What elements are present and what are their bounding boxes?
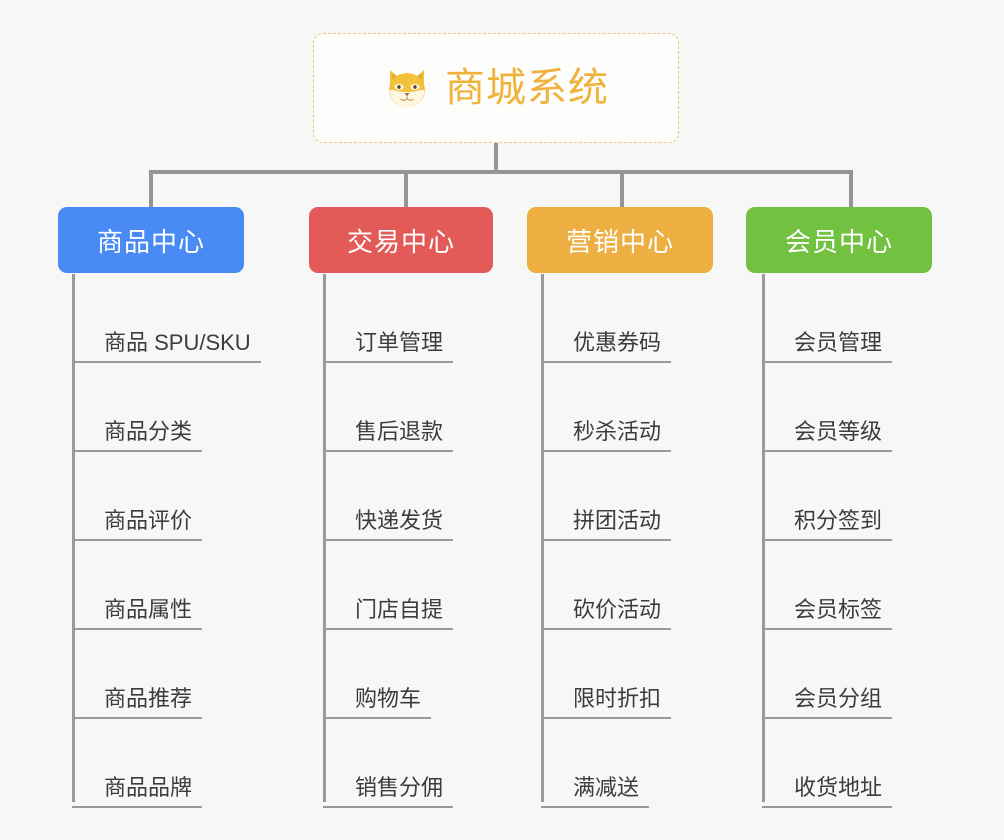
root-node[interactable]: 商城系统 [313, 33, 679, 143]
leaf-item[interactable]: 积分签到 [762, 452, 893, 541]
leaf-label: 会员标签 [794, 596, 883, 622]
leaf-item[interactable]: 优惠券码 [541, 274, 672, 363]
leaf-item[interactable]: 商品推荐 [72, 630, 203, 719]
leaf-item[interactable]: 收货地址 [762, 719, 893, 808]
leaf-item[interactable]: 商品分类 [72, 363, 203, 452]
leaf-item[interactable]: 订单管理 [323, 274, 454, 363]
leaf-rule: 商品分类 [72, 418, 203, 452]
leaf-label: 售后退款 [355, 418, 444, 444]
branch-spine-1 [72, 274, 75, 802]
leaf-rule: 售后退款 [323, 418, 454, 452]
category-title-1: 商品中心 [96, 226, 205, 257]
branch-spine-4 [762, 274, 765, 802]
connector-root-stem [494, 143, 498, 172]
leaf-item[interactable]: 会员管理 [762, 274, 893, 363]
leaf-rule: 门店自提 [323, 596, 454, 630]
leaf-label: 购物车 [355, 685, 422, 711]
leaf-item[interactable]: 购物车 [323, 630, 432, 719]
branch-spine-3 [541, 274, 544, 802]
connector-drop-1 [149, 170, 153, 208]
leaf-label: 商品品牌 [104, 774, 193, 800]
leaf-rule: 商品评价 [72, 507, 203, 541]
leaf-rule: 优惠券码 [541, 329, 672, 363]
leaf-item[interactable]: 销售分佣 [323, 719, 454, 808]
leaf-item[interactable]: 商品 SPU/SKU [72, 274, 261, 363]
category-title-2: 交易中心 [346, 226, 455, 257]
leaf-label: 秒杀活动 [573, 418, 662, 444]
connector-drop-3 [620, 170, 624, 208]
leaf-label: 商品 SPU/SKU [104, 329, 251, 355]
leaf-rule: 收货地址 [762, 774, 893, 808]
leaf-label: 会员分组 [794, 685, 883, 711]
shiba-inu-icon [383, 64, 431, 112]
connector-drop-2 [404, 170, 408, 208]
category-box-2[interactable]: 交易中心 [309, 207, 493, 273]
leaf-rule: 商品推荐 [72, 685, 203, 719]
leaf-label: 门店自提 [355, 596, 444, 622]
leaf-rule: 秒杀活动 [541, 418, 672, 452]
category-title-4: 会员中心 [784, 226, 893, 257]
leaf-item[interactable]: 会员标签 [762, 541, 893, 630]
leaf-label: 收货地址 [794, 774, 883, 800]
leaf-item[interactable]: 快递发货 [323, 452, 454, 541]
leaf-label: 满减送 [573, 774, 640, 800]
leaf-item[interactable]: 门店自提 [323, 541, 454, 630]
category-title-3: 营销中心 [565, 226, 674, 257]
leaf-rule: 商品品牌 [72, 774, 203, 808]
leaf-label: 优惠券码 [573, 329, 662, 355]
leaf-rule: 快递发货 [323, 507, 454, 541]
category-box-1[interactable]: 商品中心 [58, 207, 244, 273]
leaf-rule: 积分签到 [762, 507, 893, 541]
leaf-item[interactable]: 砍价活动 [541, 541, 672, 630]
leaf-label: 砍价活动 [573, 596, 662, 622]
leaf-label: 销售分佣 [355, 774, 444, 800]
leaf-rule: 满减送 [541, 774, 650, 808]
leaf-label: 会员等级 [794, 418, 883, 444]
leaf-rule: 商品属性 [72, 596, 203, 630]
leaf-item[interactable]: 商品属性 [72, 541, 203, 630]
leaf-rule: 销售分佣 [323, 774, 454, 808]
leaf-item[interactable]: 秒杀活动 [541, 363, 672, 452]
leaf-item[interactable]: 会员分组 [762, 630, 893, 719]
connector-horizontal-bus [149, 170, 853, 174]
leaf-item[interactable]: 满减送 [541, 719, 650, 808]
leaf-label: 商品评价 [104, 507, 193, 533]
leaf-label: 拼团活动 [573, 507, 662, 533]
category-box-4[interactable]: 会员中心 [746, 207, 932, 273]
leaf-label: 商品属性 [104, 596, 193, 622]
leaf-rule: 会员等级 [762, 418, 893, 452]
leaf-rule: 会员分组 [762, 685, 893, 719]
leaf-label: 会员管理 [794, 329, 883, 355]
leaf-rule: 会员标签 [762, 596, 893, 630]
leaf-item[interactable]: 商品品牌 [72, 719, 203, 808]
leaf-label: 限时折扣 [573, 685, 662, 711]
connector-drop-4 [849, 170, 853, 208]
branch-spine-2 [323, 274, 326, 802]
root-title: 商城系统 [445, 66, 609, 110]
category-box-3[interactable]: 营销中心 [527, 207, 713, 273]
leaf-rule: 会员管理 [762, 329, 893, 363]
leaf-label: 商品推荐 [104, 685, 193, 711]
leaf-rule: 砍价活动 [541, 596, 672, 630]
leaf-label: 积分签到 [794, 507, 883, 533]
leaf-rule: 购物车 [323, 685, 432, 719]
leaf-item[interactable]: 限时折扣 [541, 630, 672, 719]
leaf-item[interactable]: 商品评价 [72, 452, 203, 541]
leaf-rule: 订单管理 [323, 329, 454, 363]
leaf-label: 订单管理 [355, 329, 444, 355]
leaf-rule: 商品 SPU/SKU [72, 329, 261, 363]
leaf-rule: 限时折扣 [541, 685, 672, 719]
leaf-item[interactable]: 拼团活动 [541, 452, 672, 541]
leaf-item[interactable]: 会员等级 [762, 363, 893, 452]
leaf-rule: 拼团活动 [541, 507, 672, 541]
leaf-label: 商品分类 [104, 418, 193, 444]
leaf-item[interactable]: 售后退款 [323, 363, 454, 452]
leaf-label: 快递发货 [355, 507, 444, 533]
